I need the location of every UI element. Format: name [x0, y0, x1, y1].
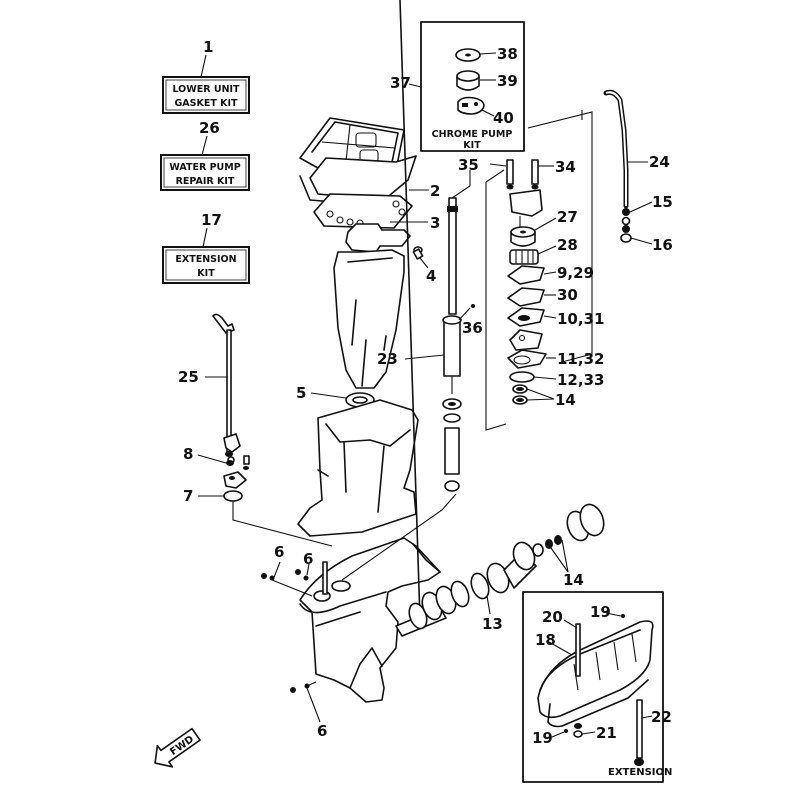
callout-13: 13 — [482, 615, 503, 633]
callout-18: 18 — [535, 631, 556, 649]
kit-ref-number: 26 — [199, 119, 220, 137]
kit-ref-number: 17 — [201, 211, 222, 229]
part-gasket-plates — [299, 117, 417, 229]
callout-19: 19 — [590, 603, 611, 621]
callout-19: 19 — [532, 729, 553, 747]
kit-box — [162, 76, 250, 114]
kit-box — [160, 154, 250, 191]
kit-label-line1: LOWER UNIT — [172, 84, 240, 95]
callout-6: 6 — [303, 550, 313, 568]
chrome-pump-kit-box: 37 38 39 40 CHROME PUMP KIT — [390, 21, 525, 152]
part-pump-housing — [509, 189, 543, 217]
callout-27: 27 — [557, 208, 578, 226]
part-21-nut — [574, 723, 582, 729]
part-12-33-o-ring — [509, 371, 535, 383]
callout-7: 7 — [183, 487, 193, 505]
part-40-pump-housing — [457, 96, 485, 115]
callout-10-31: 10,31 — [557, 310, 604, 328]
part-30-gasket — [507, 287, 545, 307]
callout-36: 36 — [462, 319, 483, 337]
part-23-driveshaft — [442, 197, 462, 492]
callout-16: 16 — [652, 236, 673, 254]
callout-5: 5 — [296, 384, 306, 402]
callout-39: 39 — [497, 72, 518, 90]
part-water-tube-stub — [322, 561, 328, 595]
callout-24: 24 — [649, 153, 670, 171]
part-gearcase — [299, 537, 441, 703]
callout-2: 2 — [430, 182, 440, 200]
chrome-pump-kit-label1: CHROME PUMP — [432, 129, 513, 140]
part-9-29-plate — [507, 265, 545, 285]
part-6-bolt — [261, 573, 275, 581]
callout-6: 6 — [317, 722, 327, 740]
part-20-stud — [575, 623, 581, 677]
callout-14: 14 — [563, 571, 584, 589]
callout-34: 34 — [555, 158, 576, 176]
part-3-gasket — [345, 223, 411, 253]
part-39-cup — [456, 70, 480, 91]
part-4-dowel — [412, 246, 424, 260]
callout-11-32: 11,32 — [557, 350, 604, 368]
part-22-bolt — [634, 699, 644, 766]
kit-label-line1: EXTENSION — [175, 254, 236, 265]
callout-38: 38 — [497, 45, 518, 63]
part-28-impeller — [509, 249, 539, 265]
kit-lower-unit-gasket: 1 LOWER UNIT GASKET KIT — [162, 38, 250, 114]
callout-3: 3 — [430, 214, 440, 232]
kit-label-line2: REPAIR KIT — [176, 176, 235, 187]
callout-6: 6 — [274, 543, 284, 561]
callout-25: 25 — [178, 368, 199, 386]
callout-40: 40 — [493, 109, 514, 127]
callout-12-33: 12,33 — [557, 371, 604, 389]
kit-water-pump-repair: 26 WATER PUMP REPAIR KIT — [160, 119, 250, 191]
extension-label: EXTENSION — [608, 767, 672, 778]
callout-28: 28 — [557, 236, 578, 254]
water-pump-stack: 35 34 27 28 9,29 30 — [458, 111, 604, 431]
part-27-insert — [510, 226, 536, 247]
part-24-water-tube — [603, 89, 632, 243]
kit-box — [162, 246, 250, 284]
callout-35: 35 — [458, 156, 479, 174]
callout-4: 4 — [426, 267, 436, 285]
callout-30: 30 — [557, 286, 578, 304]
part-exhaust-housing — [297, 399, 419, 537]
kit-ref-number: 1 — [203, 38, 213, 56]
callout-23: 23 — [377, 350, 398, 368]
part-upper-casing — [333, 249, 405, 389]
fwd-arrow: FWD — [154, 727, 201, 768]
part-shift-linkage — [223, 433, 250, 489]
callout-15: 15 — [652, 193, 673, 211]
callout-20: 20 — [542, 608, 563, 626]
part-2-gasket — [313, 193, 413, 229]
callout-37: 37 — [390, 74, 411, 92]
callout-21: 21 — [596, 724, 617, 742]
callout-9-29: 9,29 — [557, 264, 594, 282]
callout-14: 14 — [555, 391, 576, 409]
part-propshaft-assembly — [395, 0, 605, 637]
part-13-o-ring — [470, 572, 490, 600]
kit-label-line1: WATER PUMP — [169, 162, 240, 173]
part-6-bolt — [295, 569, 309, 581]
part-34-bolt — [531, 159, 539, 190]
part-7-o-ring — [223, 490, 243, 502]
part-35-bolt — [506, 159, 514, 190]
kit-extension: 17 EXTENSION KIT — [162, 211, 250, 284]
part-18-extension-body — [537, 620, 654, 728]
extension-box: 20 18 19 19 21 22 EXTENSION — [522, 591, 672, 783]
kit-label-line2: KIT — [197, 268, 215, 279]
kit-label-line2: GASKET KIT — [174, 98, 238, 109]
callout-8: 8 — [183, 445, 193, 463]
chrome-pump-kit-label2: KIT — [463, 140, 481, 151]
callout-22: 22 — [651, 708, 672, 726]
